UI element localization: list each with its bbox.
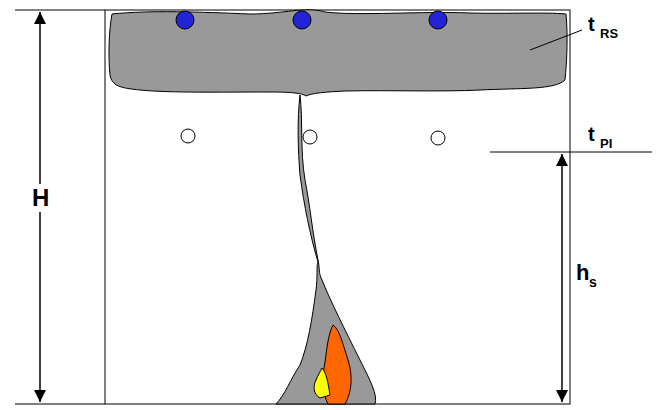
temperature-symbol: t <box>588 124 595 144</box>
subscript: RS <box>600 27 618 40</box>
sensor-dot <box>431 131 445 145</box>
sensor-dot <box>176 11 194 29</box>
subscript: PI <box>600 137 612 150</box>
extension-line <box>15 10 105 11</box>
sensor-dot <box>181 129 195 143</box>
dimension-line <box>561 154 563 402</box>
sensor-dot <box>303 130 317 144</box>
dimension-label: H <box>30 184 51 212</box>
subscript: s <box>589 275 597 289</box>
sensor-dot <box>293 11 311 29</box>
room-outline <box>105 10 570 404</box>
extension-line <box>15 404 105 405</box>
leader-line <box>530 30 582 50</box>
extension-line <box>490 152 652 153</box>
dimension-label: h <box>576 262 589 284</box>
smoke-plume <box>276 95 376 404</box>
sensor-dot <box>429 11 447 29</box>
smoke-layer <box>109 10 567 96</box>
flame-core <box>314 368 330 398</box>
temperature-symbol: t <box>588 14 595 34</box>
